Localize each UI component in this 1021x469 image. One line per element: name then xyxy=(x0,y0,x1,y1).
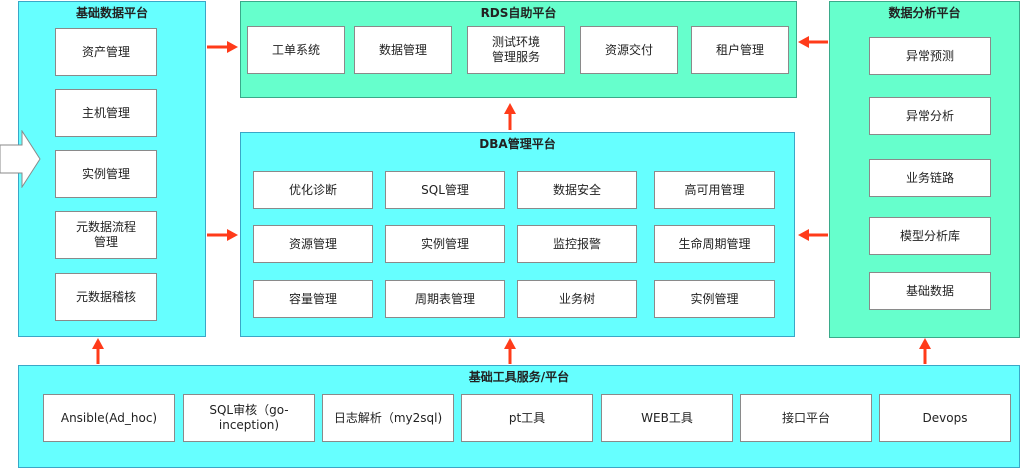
model-analysis-lib-box: 模型分析库 xyxy=(869,217,991,255)
web-tools-box: WEB工具 xyxy=(601,394,733,442)
host-management-box: 主机管理 xyxy=(55,89,157,137)
pt-tools-box: pt工具 xyxy=(461,394,593,442)
asset-management-box: 资产管理 xyxy=(55,28,157,76)
business-tree-box: 业务树 xyxy=(517,280,637,318)
arrow-analysis-to-rds-icon xyxy=(798,36,828,48)
arrow-tools-to-analysis-icon xyxy=(919,338,931,364)
rds-self-service-panel: RDS自助平台 工单系统 数据管理 测试环境 管理服务 资源交付 租户管理 xyxy=(240,1,797,98)
api-platform-box: 接口平台 xyxy=(740,394,872,442)
high-availability-box: 高可用管理 xyxy=(654,171,775,209)
arrow-dba-to-rds-icon xyxy=(504,103,516,130)
resource-management-box: 资源管理 xyxy=(253,225,373,263)
dba-management-panel: DBA管理平台 优化诊断 SQL管理 数据安全 高可用管理 资源管理 实例管理 … xyxy=(240,132,795,337)
instance-management-box: 实例管理 xyxy=(55,150,157,198)
test-env-service-box: 测试环境 管理服务 xyxy=(467,26,565,74)
monitoring-alert-box: 监控报警 xyxy=(517,225,637,263)
basic-data-box: 基础数据 xyxy=(869,272,991,310)
data-analysis-panel: 数据分析平台 异常预测 异常分析 业务链路 模型分析库 基础数据 xyxy=(829,1,1020,338)
arrow-tools-to-dba-icon xyxy=(504,338,516,364)
arrow-basic-to-rds-icon xyxy=(207,41,238,53)
ansible-box: Ansible(Ad_hoc) xyxy=(43,394,175,442)
arrow-analysis-to-dba-icon xyxy=(798,229,828,241)
periodic-table-management-box: 周期表管理 xyxy=(385,280,505,318)
lifecycle-management-box: 生命周期管理 xyxy=(654,225,775,263)
data-management-box: 数据管理 xyxy=(354,26,452,74)
ticket-system-box: 工单系统 xyxy=(247,26,345,74)
optimization-diagnosis-box: 优化诊断 xyxy=(253,171,373,209)
dba-instance-management-2-box: 实例管理 xyxy=(654,280,775,318)
anomaly-prediction-box: 异常预测 xyxy=(869,37,991,75)
dba-management-title: DBA管理平台 xyxy=(479,137,556,151)
rds-self-service-title: RDS自助平台 xyxy=(480,6,557,20)
tenant-management-box: 租户管理 xyxy=(691,26,789,74)
basic-tools-title: 基础工具服务/平台 xyxy=(468,370,570,384)
sql-management-box: SQL管理 xyxy=(385,171,505,209)
input-arrow-icon xyxy=(0,130,41,188)
metadata-audit-box: 元数据稽核 xyxy=(55,273,157,321)
arrow-tools-to-basic-icon xyxy=(92,338,104,364)
basic-tools-panel: 基础工具服务/平台 Ansible(Ad_hoc) SQL审核（go- ince… xyxy=(18,365,1020,468)
business-chain-box: 业务链路 xyxy=(869,159,991,197)
basic-data-platform-panel: 基础数据平台 资产管理 主机管理 实例管理 元数据流程 管理 元数据稽核 xyxy=(18,1,206,337)
basic-data-platform-title: 基础数据平台 xyxy=(75,6,148,20)
anomaly-analysis-box: 异常分析 xyxy=(869,97,991,135)
log-parse-box: 日志解析（my2sql) xyxy=(322,394,454,442)
arrow-basic-to-dba-icon xyxy=(207,229,238,241)
data-security-box: 数据安全 xyxy=(517,171,637,209)
metadata-flow-management-box: 元数据流程 管理 xyxy=(55,211,157,259)
devops-box: Devops xyxy=(879,394,1011,442)
sql-audit-box: SQL审核（go- inception) xyxy=(183,394,315,442)
data-analysis-title: 数据分析平台 xyxy=(888,6,961,20)
dba-instance-management-box: 实例管理 xyxy=(385,225,505,263)
capacity-management-box: 容量管理 xyxy=(253,280,373,318)
resource-delivery-box: 资源交付 xyxy=(580,26,678,74)
